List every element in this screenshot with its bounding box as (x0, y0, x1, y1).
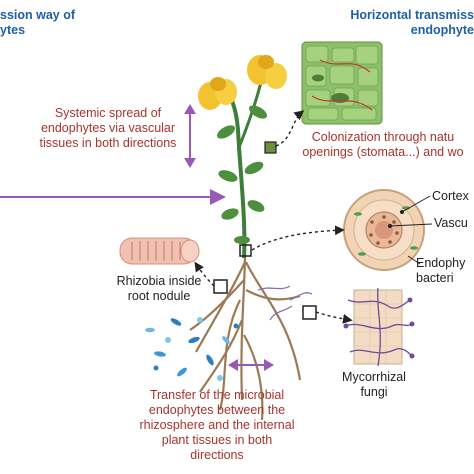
nodule-box (213, 279, 228, 294)
systemic-double-arrow (184, 104, 196, 168)
label-endophytic-bacteria: Endophy bacteri (416, 256, 466, 285)
fungi-box (302, 305, 317, 320)
flower-right (247, 55, 287, 89)
root-nodule-inset (119, 237, 200, 265)
roots (189, 257, 302, 421)
root-cross-section (343, 189, 433, 271)
label-colonization: Colonization through natu openings (stom… (302, 130, 464, 159)
transfer-double-arrow (228, 359, 274, 371)
connector-arrows (194, 110, 353, 324)
label-systemic-spread: Systemic spread of endophytes via vascul… (39, 106, 177, 150)
label-transfer: Transfer of the microbial endophytes bet… (139, 388, 295, 462)
leaf-tissue-inset (301, 41, 383, 125)
label-mycorrhizal-fungi: Mycorrhizal fungi (342, 370, 406, 399)
flower-left (198, 77, 237, 110)
label-vascular: Vascu (434, 216, 468, 230)
header-horizontal-transmission: Horizontal transmiss endophyte (350, 8, 474, 37)
plant (198, 55, 287, 259)
mycorrhizal-inset (343, 287, 415, 367)
hyphae (257, 285, 313, 321)
label-cortex: Cortex (432, 189, 469, 203)
header-vertical-transmission: ssion way of ytes (0, 8, 76, 37)
label-rhizobia: Rhizobia inside root nodule (116, 274, 202, 303)
rhizosphere-microbes (145, 317, 239, 381)
